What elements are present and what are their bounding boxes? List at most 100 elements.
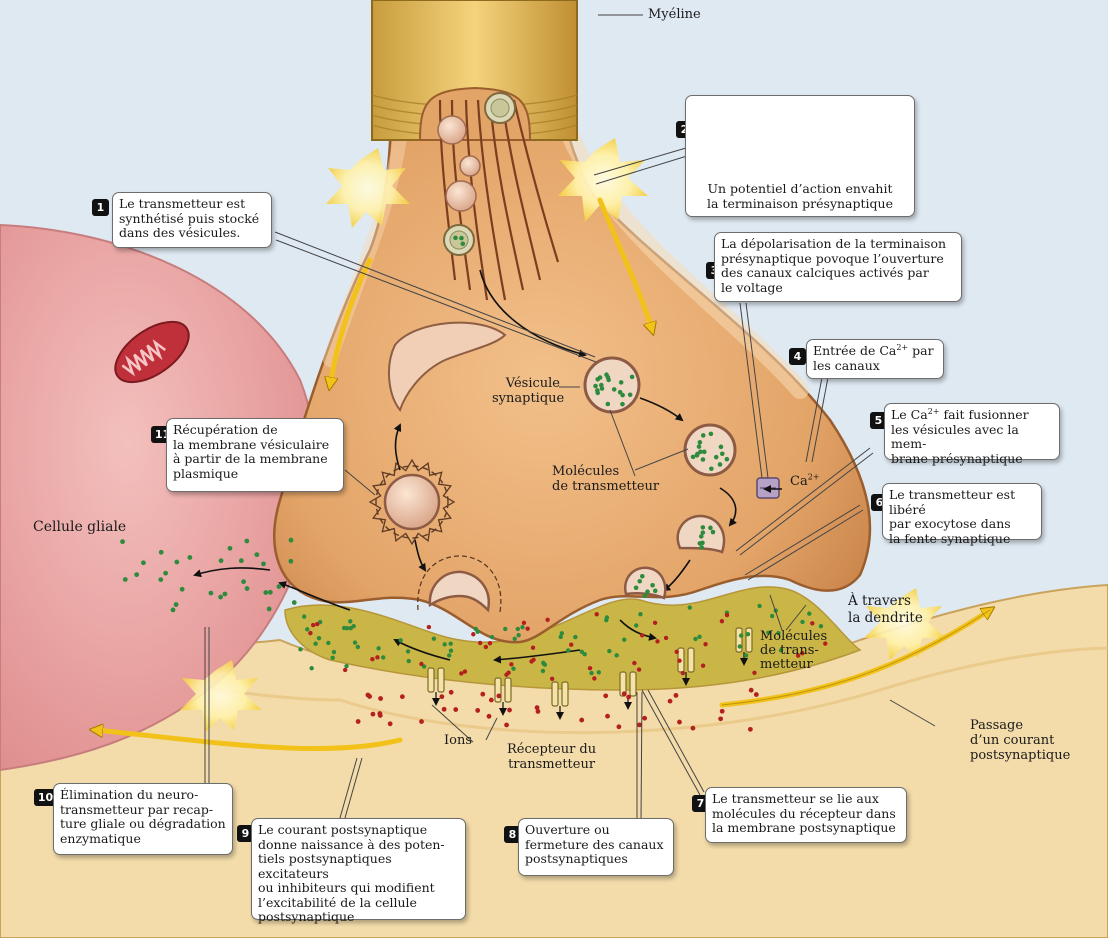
molecule-dot	[376, 646, 381, 651]
molecule-dot	[448, 689, 454, 695]
molecule-dot	[475, 708, 481, 713]
step-number-10: 10	[34, 789, 57, 806]
molecule-dot	[595, 390, 601, 396]
molecule-dot	[310, 622, 316, 628]
transmitter-molecules	[120, 235, 828, 681]
molecule-dot	[254, 552, 260, 558]
molecule-dot	[633, 585, 639, 591]
molecule-dot	[238, 558, 244, 564]
molecule-dot	[663, 635, 669, 641]
molecule-dot	[459, 671, 464, 676]
molecule-dot	[348, 625, 353, 631]
molecule-dot	[652, 588, 658, 594]
molecule-dot	[173, 602, 179, 607]
molecule-dot	[170, 607, 176, 613]
molecule-dot	[632, 660, 637, 666]
step-box-11: Récupération de la membrane vésiculaire …	[166, 418, 344, 492]
vesicles-axon	[437, 92, 516, 256]
molecule-dot	[642, 593, 648, 598]
molecule-dot	[637, 578, 643, 584]
molecule-dot	[724, 456, 730, 462]
molecule-dot	[439, 694, 445, 700]
molecule-dot	[158, 549, 164, 555]
molecule-dot	[480, 691, 486, 697]
molecule-dot	[698, 534, 704, 539]
molecule-dot	[344, 663, 349, 669]
molecule-dot	[697, 440, 703, 445]
molecule-dot	[738, 633, 744, 638]
molecule-dot	[305, 627, 310, 632]
molecule-dot	[594, 612, 599, 617]
molecule-dot	[697, 634, 702, 640]
molecule-dot	[218, 594, 223, 600]
molecule-dot	[511, 666, 516, 671]
molecule-dot	[487, 641, 493, 646]
molecule-dot	[375, 655, 380, 660]
molecule-dot	[595, 377, 601, 382]
label-calcium-sup: 2+	[807, 472, 820, 482]
molecule-dot	[690, 725, 696, 731]
molecule-dot	[288, 558, 294, 564]
molecule-dot	[276, 584, 282, 590]
molecule-dot	[620, 392, 625, 398]
molecule-dot	[622, 637, 627, 642]
molecule-dot	[743, 653, 749, 658]
molecule-dot	[355, 719, 361, 724]
step-number-8: 8	[504, 826, 521, 843]
endosome	[388, 321, 507, 413]
molecule-dot	[626, 694, 632, 700]
molecule-dot	[636, 667, 642, 672]
molecule-dot	[341, 625, 347, 631]
molecule-dot	[448, 641, 453, 646]
molecule-dot	[579, 649, 585, 655]
molecule-dot	[370, 656, 375, 662]
molecule-dot	[483, 644, 489, 650]
molecule-dot	[431, 636, 437, 641]
step-box-6: Le transmetteur est libéré par exocytose…	[882, 483, 1042, 545]
molecule-dot	[419, 661, 424, 667]
molecule-dot	[122, 577, 128, 582]
step-box-7: Le transmetteur se lie aux molécules du …	[705, 787, 907, 843]
molecule-dot	[330, 655, 335, 660]
molecule-dot	[604, 372, 609, 378]
molecule-dot	[579, 717, 585, 723]
molecule-dot	[453, 235, 458, 241]
step-number-1: 1	[92, 199, 109, 216]
molecule-dot	[261, 561, 266, 567]
molecule-dot	[496, 693, 502, 699]
molecule-dot	[471, 632, 476, 637]
molecule-dot	[515, 626, 521, 632]
molecule-dot	[674, 649, 679, 654]
molecule-dot	[697, 541, 703, 546]
label-a-travers-dendrite: À travers la dendrite	[848, 593, 923, 626]
molecule-dot	[642, 715, 648, 721]
molecule-dot	[316, 636, 322, 641]
step-box-2: Un potentiel d’action envahit la termina…	[685, 95, 915, 217]
molecule-dot	[486, 713, 492, 719]
molecule-dot	[690, 454, 696, 460]
step-number-9: 9	[237, 825, 254, 842]
molecule-dot	[680, 670, 686, 676]
molecule-dot	[718, 716, 724, 722]
molecule-dot	[535, 709, 541, 714]
molecule-dot	[540, 668, 546, 674]
molecule-dot	[611, 387, 617, 392]
label-passage-courant: Passage d’un courant postsynaptique	[970, 718, 1071, 763]
molecule-dot	[308, 630, 313, 636]
label-cellule-gliale: Cellule gliale	[33, 519, 127, 535]
molecule-dot	[753, 692, 759, 697]
postsynaptic-receptors	[427, 627, 753, 720]
molecule-dot	[587, 666, 593, 671]
label-vesicule-synaptique: Vésicule synaptique	[492, 376, 565, 406]
molecule-dot	[700, 663, 706, 668]
molecule-dot	[776, 630, 781, 636]
molecule-dot	[541, 660, 546, 666]
molecule-dot	[695, 451, 700, 457]
molecule-dot	[365, 692, 371, 698]
molecule-dot	[645, 589, 650, 595]
molecule-dot	[800, 619, 805, 625]
calcium-channel	[756, 477, 782, 499]
membrane-vesicles	[417, 514, 726, 613]
label-recepteur-transmetteur: Récepteur du transmetteur	[507, 742, 597, 772]
molecule-dot	[592, 676, 597, 681]
